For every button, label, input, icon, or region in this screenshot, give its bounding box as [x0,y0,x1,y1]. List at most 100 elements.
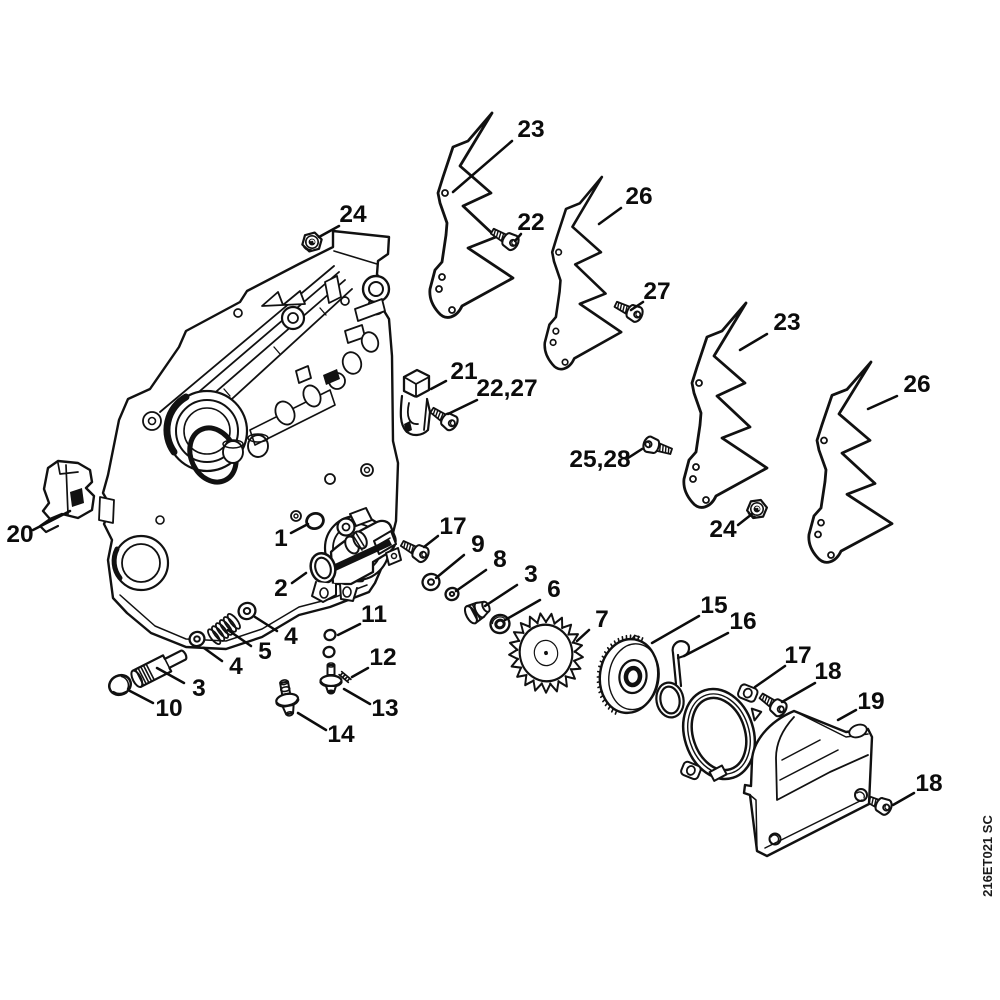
callout-label: 3 [192,675,206,702]
callout-leader [513,232,523,243]
callout-label: 9 [471,531,485,558]
callout-leader [290,571,308,585]
bucking-spike-23-right [682,301,769,509]
callout-label: 25,28 [569,446,630,473]
callout-label: 1 [274,525,288,552]
pin-12 [338,670,352,684]
callout-label: 13 [371,695,398,722]
callout-leader [836,708,858,722]
callout-leader [891,791,916,807]
callout-label: 26 [625,183,652,210]
callout-label: 2 [274,575,288,602]
callout-label: 11 [361,601,387,628]
callout-leader [451,139,514,194]
callout-leader [483,583,519,608]
chain-catcher-bracket [38,459,96,534]
oil-pump-body [309,507,402,603]
callout-leader [626,447,644,460]
callout-label: 27 [643,278,670,305]
callout-label: 17 [784,642,811,669]
valve-14 [275,679,300,717]
sprocket-cover-19 [742,709,874,858]
callout-label: 18 [915,770,942,797]
callout-label: 18 [814,658,841,685]
bucking-spike-23-left [428,111,515,319]
washer-4-left [188,630,206,648]
callout-leader [289,522,310,535]
callout-label: 22 [517,209,544,236]
callout-label: 4 [229,653,243,680]
callout-label: 12 [369,644,396,671]
callout-label: 10 [155,695,182,722]
cap-screw-25-28 [640,434,675,461]
cap-screw-22-27 [426,402,462,434]
callout-leader [155,666,186,685]
callout-label: 23 [517,116,544,143]
callout-label: 5 [258,638,272,665]
valve-13 [319,662,343,695]
callout-label: 26 [903,371,930,398]
callout-leader [317,224,341,239]
footer-code: 216ET021 SC [980,815,995,897]
callout-label: 3 [524,561,538,588]
callout-leader [342,687,372,706]
callout-leader [422,534,440,549]
spring-5 [207,613,241,645]
callout-leader [226,628,253,648]
o-ring-11-upper [323,628,337,642]
callout-leader [429,379,448,391]
callout-label: 19 [857,688,884,715]
callout-leader [738,332,769,352]
retainer-ring-17 [680,683,763,782]
callout-leader [446,398,479,416]
callout-label: 4 [284,623,298,650]
callout-leader [296,711,328,732]
callout-leader [454,568,488,593]
callout-leader [31,509,72,532]
callout-label: 6 [547,576,561,603]
callout-leader [597,206,623,226]
callout-label: 24 [709,516,737,543]
callout-leader [736,512,754,527]
cap-10 [108,673,132,697]
sprocket-7 [508,612,584,694]
callout-leader [350,666,370,679]
crankcase-housing [98,229,400,651]
callout-label: 16 [729,608,756,635]
callout-label: 20 [6,521,33,548]
callout-leader [575,628,591,643]
worm-gear-15 [596,634,660,715]
callout-label: 17 [439,513,466,540]
callout-label: 7 [595,606,609,633]
o-ring-11-lower [322,645,336,659]
callout-leader [128,689,155,705]
cap-screw-27 [611,295,646,325]
cap-screw-17-pump [397,535,433,566]
callout-leader [866,394,899,411]
callout-leader [682,631,730,658]
cap-screw-18-upper [755,688,791,720]
callout-label: 8 [493,546,507,573]
callout-label: 21 [450,358,477,385]
lock-nut-24-top [298,229,326,255]
callout-leader [434,553,466,580]
bucking-spike-26-right [807,360,894,564]
fitting-3 [463,600,491,625]
callout-label: 23 [773,309,800,336]
washer-4-right [237,601,257,621]
callout-leader [629,300,645,312]
callout-leader [253,615,279,633]
callout-label: 24 [339,201,367,228]
callout-leader [503,598,542,622]
tensioner-block [399,368,432,437]
callout-label: 14 [327,721,355,748]
seal-ring-6 [489,613,511,635]
callout-leader [202,646,224,663]
callout-leader [336,622,362,637]
callout-label: 22,27 [476,375,537,402]
callout-label: 15 [700,592,727,619]
callout-leader [753,664,787,689]
